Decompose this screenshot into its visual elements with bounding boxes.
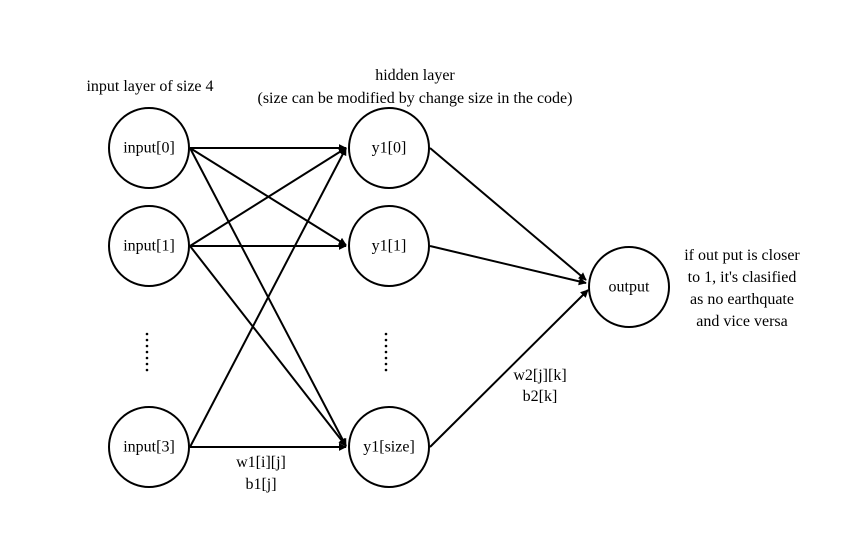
- input-node-1: input[1]: [108, 205, 190, 287]
- edge-input3-y1-0: [189, 147, 347, 448]
- hidden-node-size-circle: [348, 406, 430, 488]
- hidden-node-0: y1[0]: [348, 107, 430, 189]
- hidden-node-size: y1[size]: [348, 406, 430, 488]
- output-node-label: output: [609, 279, 650, 296]
- input-to-hidden-edges: [189, 144, 347, 451]
- classification-note: if out put is closer to 1, it's clasifie…: [684, 247, 800, 330]
- note-line-3: as no earthquate: [690, 291, 794, 308]
- input-ellipsis: [145, 332, 149, 372]
- input-node-1-label: input[1]: [123, 238, 175, 255]
- hidden-node-1-circle: [348, 205, 430, 287]
- b2-label: b2[k]: [523, 388, 558, 405]
- edge-y1-1-output: [429, 245, 587, 286]
- output-node-circle: [588, 246, 670, 328]
- input-node-3: input[3]: [108, 406, 190, 488]
- input-node-0-label: input[0]: [123, 140, 175, 157]
- output-node: output: [588, 246, 670, 328]
- hidden-node-size-label: y1[size]: [363, 439, 415, 456]
- b1-label: b1[j]: [245, 476, 276, 493]
- hidden-ellipsis: [384, 332, 388, 372]
- edge-input1-y1-0: [189, 147, 347, 247]
- w2-label: w2[j][k]: [513, 367, 566, 384]
- input-node-0: input[0]: [108, 107, 190, 189]
- hidden-node-1-label: y1[1]: [372, 238, 407, 255]
- edge-y1-size-output: [429, 289, 589, 448]
- input-node-3-circle: [108, 406, 190, 488]
- input-node-0-circle: [108, 107, 190, 189]
- note-line-2: to 1, it's clasified: [688, 269, 797, 286]
- edge-input1-y1-size: [189, 245, 347, 447]
- hidden-node-0-circle: [348, 107, 430, 189]
- input-layer-label: input layer of size 4: [86, 78, 213, 95]
- hidden-node-0-label: y1[0]: [372, 140, 407, 157]
- hidden-node-1: y1[1]: [348, 205, 430, 287]
- edge-y1-0-output: [429, 147, 587, 281]
- note-line-1: if out put is closer: [684, 247, 800, 264]
- w1-label: w1[i][j]: [236, 454, 286, 471]
- input-node-3-label: input[3]: [123, 439, 175, 456]
- note-line-4: and vice versa: [696, 313, 788, 330]
- hidden-to-output-edges: [429, 147, 589, 448]
- hidden-layer-note: (size can be modified by change size in …: [258, 90, 573, 107]
- hidden-layer-label: hidden layer: [375, 67, 455, 84]
- input-node-1-circle: [108, 205, 190, 287]
